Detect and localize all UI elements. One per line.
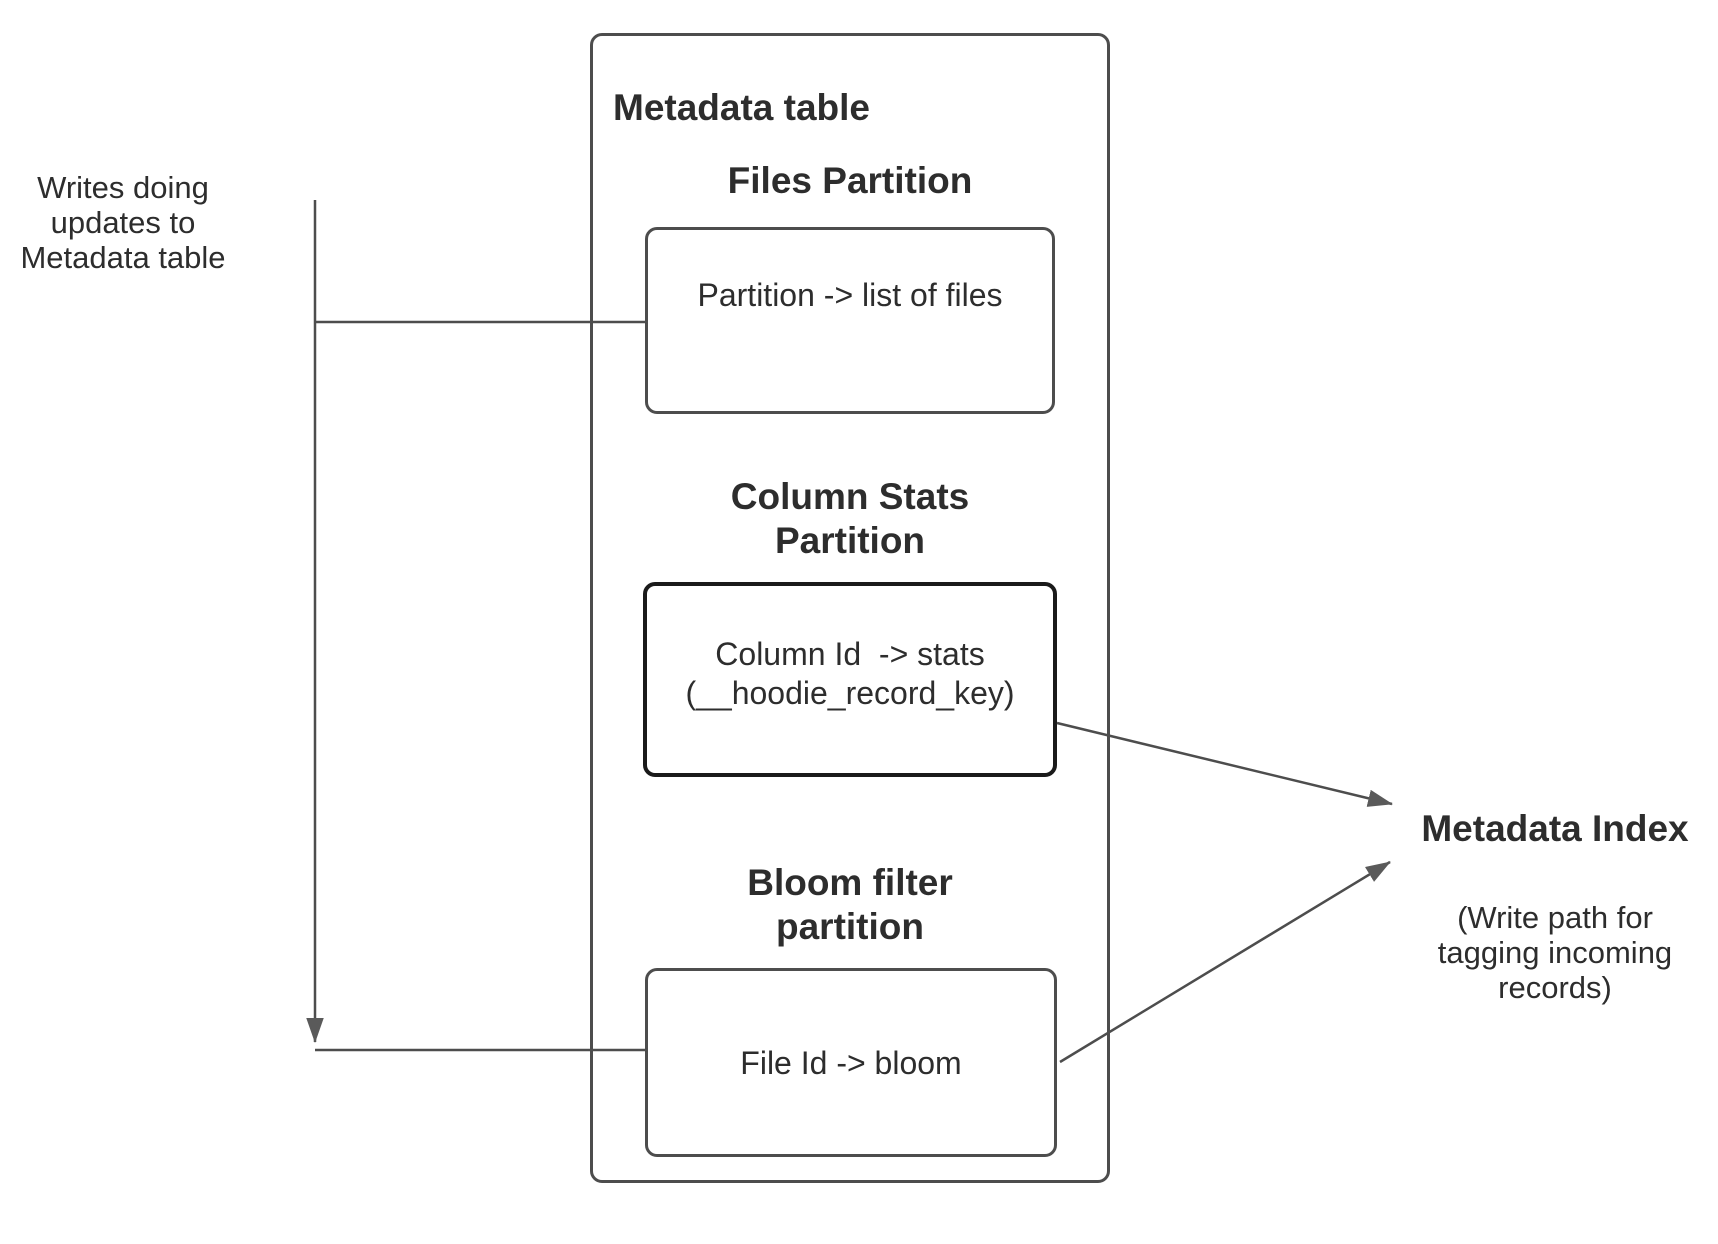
files-partition-box xyxy=(645,227,1055,414)
files-partition-body: Partition -> list of files xyxy=(697,277,1003,313)
writes-note: Writes doing updates to Metadata table xyxy=(20,170,226,275)
bloom-filter-partition-box xyxy=(645,968,1057,1157)
column-stats-partition-heading: Column Stats Partition xyxy=(730,476,970,561)
column-stats-partition-box xyxy=(643,582,1057,777)
files-partition-heading: Files Partition xyxy=(727,160,973,201)
metadata-table-title: Metadata table xyxy=(613,87,871,128)
column-stats-partition-body: Column Id -> stats (__hoodie_record_key) xyxy=(685,636,1015,711)
bloom-filter-partition-heading: Bloom filter partition xyxy=(747,862,953,947)
bloom-filter-partition-body: File Id -> bloom xyxy=(740,1045,962,1081)
metadata-index-subtitle: (Write path for tagging incoming records… xyxy=(1437,900,1673,1005)
metadata-index-title: Metadata Index xyxy=(1421,808,1689,849)
metadata-table-box xyxy=(590,33,1110,1183)
